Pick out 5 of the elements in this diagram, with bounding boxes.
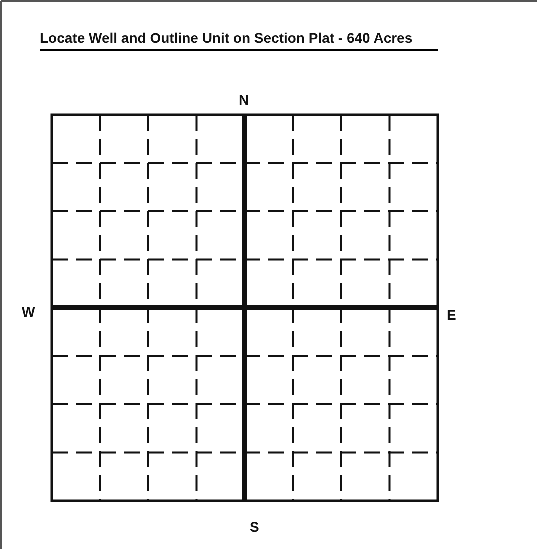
- compass-label: W: [22, 304, 36, 320]
- compass-label: E: [447, 307, 456, 323]
- title: Locate Well and Outline Unit on Section Plat - 640 Acres: [40, 30, 438, 51]
- compass-label: S: [250, 519, 260, 535]
- compass-label: N: [239, 92, 250, 108]
